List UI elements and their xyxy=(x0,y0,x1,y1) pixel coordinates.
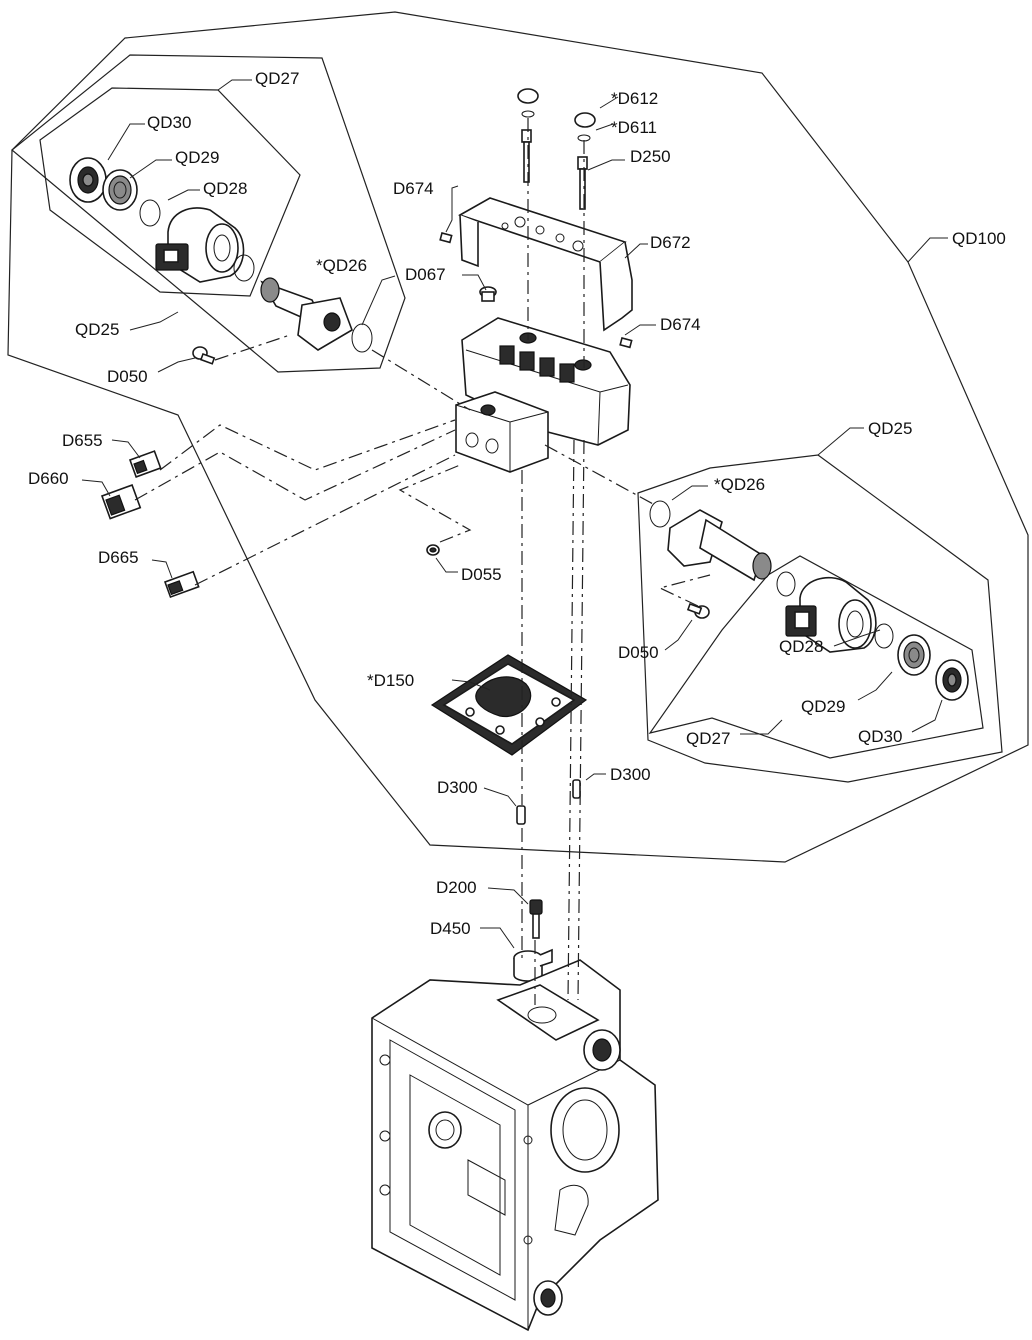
d674-screw-a xyxy=(439,232,453,244)
manifold-block xyxy=(455,391,549,473)
d250-bolt-left xyxy=(521,129,532,183)
qd25-right-boundary xyxy=(637,454,1003,783)
label-qd29-right: QD29 xyxy=(801,697,845,716)
left-oring-2 xyxy=(233,254,255,282)
label-qd30-top: QD30 xyxy=(147,113,191,132)
d655-connector xyxy=(128,450,162,478)
label-qd100: QD100 xyxy=(952,229,1006,248)
label-d250: D250 xyxy=(630,147,671,166)
d612-cap-left xyxy=(517,88,539,118)
label-d150: *D150 xyxy=(367,671,414,690)
left-coil-body xyxy=(155,207,245,283)
pump-housing xyxy=(371,959,659,1332)
qd100-boundary xyxy=(7,11,1029,863)
qd27-right-boundary xyxy=(648,555,984,759)
d055-screw xyxy=(426,544,440,556)
label-qd25-top: QD25 xyxy=(75,320,119,339)
d300-pin-right xyxy=(572,779,581,799)
label-d300-right: D300 xyxy=(610,765,651,784)
label-d050-top: D050 xyxy=(107,367,148,386)
d665-connector xyxy=(163,570,200,599)
label-d050-right: D050 xyxy=(618,643,659,662)
label-qd26-top: *QD26 xyxy=(316,256,367,275)
qd29-left-ring xyxy=(102,169,138,211)
d067-fitting xyxy=(479,286,497,302)
label-d672: D672 xyxy=(650,233,691,252)
d300-pin-left xyxy=(516,805,526,825)
label-qd27-right: QD27 xyxy=(686,729,730,748)
label-d300-left: D300 xyxy=(437,778,478,797)
label-d655: D655 xyxy=(62,431,103,450)
label-d067: D067 xyxy=(405,265,446,284)
d200-bolt xyxy=(529,899,543,939)
d672-bracket xyxy=(458,197,633,332)
qd29-right-ring xyxy=(897,634,931,676)
label-qd26-right: *QD26 xyxy=(714,475,765,494)
leader-lines xyxy=(81,79,948,949)
d660-connector xyxy=(100,484,142,520)
label-qd28-top: QD28 xyxy=(203,179,247,198)
d050-left-screw xyxy=(192,346,216,365)
qd30-left-nut xyxy=(69,157,107,203)
qd28-right-oring xyxy=(874,623,894,649)
label-d450: D450 xyxy=(430,919,471,938)
assembly-lines xyxy=(134,118,711,1005)
label-qd29-top: QD29 xyxy=(175,148,219,167)
qd27-left-boundary xyxy=(39,87,301,297)
label-qd27-top: QD27 xyxy=(255,69,299,88)
left-valve-tube xyxy=(260,277,353,351)
qd28-left-oring xyxy=(139,199,161,227)
qd30-right-nut xyxy=(935,659,969,701)
qd26-left-oring xyxy=(351,323,373,353)
label-qd25-right: QD25 xyxy=(868,419,912,438)
label-qd28-right: QD28 xyxy=(779,637,823,656)
label-d665: D665 xyxy=(98,548,139,567)
right-valve-tube xyxy=(667,509,772,582)
label-d660: D660 xyxy=(28,469,69,488)
d050-right-screw xyxy=(686,602,710,619)
d612-cap-right xyxy=(574,112,596,142)
qd25-left-boundary xyxy=(11,54,406,373)
label-d674-a: D674 xyxy=(393,179,434,198)
d250-bolt-right xyxy=(577,156,588,210)
label-d200: D200 xyxy=(436,878,477,897)
qd26-right-oring xyxy=(649,500,671,528)
label-qd30-right: QD30 xyxy=(858,727,902,746)
label-d674-b: D674 xyxy=(660,315,701,334)
d674-screw-b xyxy=(619,337,633,349)
right-oring-2 xyxy=(776,571,796,597)
label-d055: D055 xyxy=(461,565,502,584)
d150-gasket xyxy=(430,654,588,756)
label-d612: *D612 xyxy=(611,89,658,108)
central-valve-block xyxy=(461,317,631,446)
label-d611: *D611 xyxy=(611,118,657,137)
